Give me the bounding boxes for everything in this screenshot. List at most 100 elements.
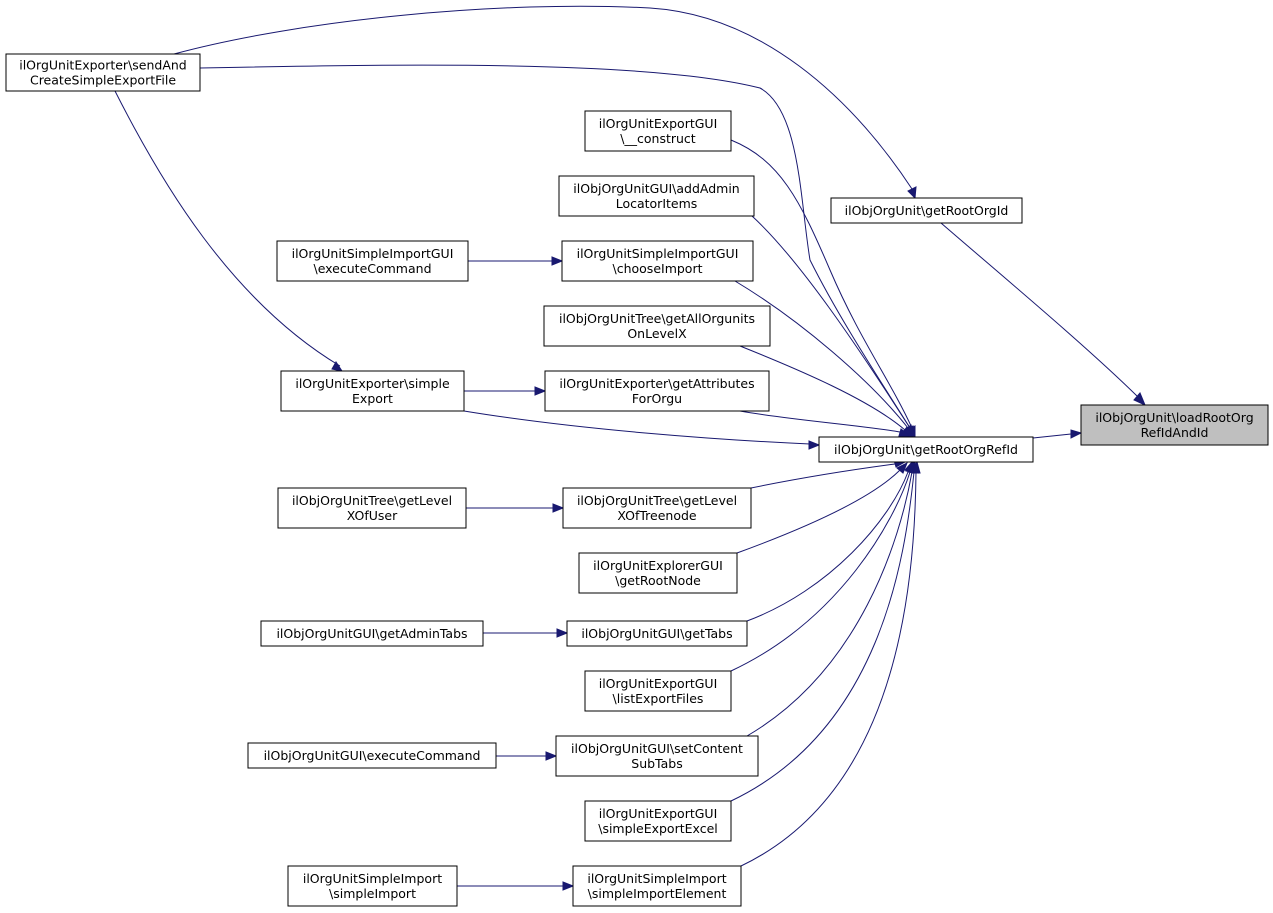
edge-arrowhead [562,881,575,891]
edge-line [730,471,915,802]
node-box[interactable] [277,487,467,529]
edge-arrowhead [896,461,908,474]
node-label-line: \executeCommand [313,261,431,276]
node-label-line: ilObjOrgUnitGUI\setContent [571,741,743,756]
node-box[interactable] [543,305,771,347]
node-simpleExport[interactable]: ilOrgUnitExporter\simpleExport [280,370,465,412]
node-sendAndCreate[interactable]: ilOrgUnitExporter\sendAndCreateSimpleExp… [5,53,201,92]
node-label-line: ilOrgUnitExportGUI [599,676,718,691]
node-box[interactable] [287,865,458,907]
node-box[interactable] [247,742,497,769]
node-guiExecute[interactable]: ilObjOrgUnitGUI\executeCommand [247,742,497,769]
node-box[interactable] [584,110,732,152]
node-label-line: ilObjOrgUnitGUI\getTabs [581,626,732,641]
edge-line [740,471,917,867]
edge-arrowhead [907,186,917,200]
node-box[interactable] [830,197,1023,224]
edge-getRootOrgId-to-loadRoot [940,222,1146,406]
node-box[interactable] [544,370,770,412]
edge-simpleImportGUIExec-to-chooseImport [468,256,564,266]
node-label-line: XOfTreenode [617,508,697,523]
node-label-line: \simpleExportExcel [598,821,718,836]
node-label-line: \simpleImportElement [588,886,727,901]
edge-line [173,5,913,190]
node-box[interactable] [555,735,759,777]
edge-getRootNode-to-getRootOrgRefId [736,461,908,554]
node-label-line: \listExportFiles [613,691,704,706]
edge-sendAndCreate-to-simpleExport [114,90,344,372]
node-getRootNode[interactable]: ilOrgUnitExplorerGUI\getRootNode [578,552,738,594]
node-box[interactable] [1080,404,1269,446]
edge-arrowhead [898,428,912,437]
node-label-line: ilObjOrgUnitTree\getAllOrgunits [559,311,755,326]
edge-line [739,410,901,433]
edge-arrowhead [331,361,344,372]
node-label-line: ilObjOrgUnitTree\getLevel [577,493,737,508]
node-label-line: \getRootNode [615,573,701,588]
node-simpleImportElem[interactable]: ilOrgUnitSimpleImport\simpleImportElemen… [572,865,742,907]
node-label-line: ForOrgu [632,391,682,406]
edge-getLevelXTree-to-getRootOrgRefId [750,459,907,489]
node-listExport[interactable]: ilOrgUnitExportGUI\listExportFiles [584,670,732,712]
edge-sendAndCreate-to-getRootOrgId [173,5,917,200]
node-getTabs[interactable]: ilObjOrgUnitGUI\getTabs [566,620,748,647]
edge-arrowhead [911,460,921,474]
node-box[interactable] [558,175,755,217]
node-box[interactable] [280,370,465,412]
edge-arrowhead [808,440,821,450]
node-box[interactable] [572,865,742,907]
node-box[interactable] [584,670,732,712]
node-label-line: Export [352,391,393,406]
edge-arrowhead [534,386,547,396]
node-simpleExportExcel[interactable]: ilOrgUnitExportGUI\simpleExportExcel [584,800,732,842]
node-box[interactable] [578,552,738,594]
node-getAdminTabs[interactable]: ilObjOrgUnitGUI\getAdminTabs [260,620,484,647]
node-label-line: XOfUser [347,508,398,523]
edge-line [1032,433,1072,439]
edge-line [746,471,913,737]
node-box[interactable] [584,800,732,842]
node-label-line: SubTabs [631,756,682,771]
node-exportConstruct[interactable]: ilOrgUnitExportGUI\__construct [584,110,732,152]
node-label-line: CreateSimpleExportFile [30,73,176,88]
node-label-line: RefIdAndId [1141,425,1209,440]
node-label-line: ilOrgUnitExplorerGUI [593,558,723,573]
node-label-line: ilOrgUnitExportGUI [599,806,718,821]
node-label-line: \simpleImport [329,886,416,901]
node-box[interactable] [562,487,752,529]
node-box[interactable] [561,240,754,282]
node-chooseImport[interactable]: ilOrgUnitSimpleImportGUI\chooseImport [561,240,754,282]
edge-line [730,471,911,672]
node-box[interactable] [818,436,1034,463]
edge-simpleExportExcel-to-getRootOrgRefId [730,460,919,802]
edge-arrowhead [545,751,558,761]
node-label-line: OnLevelX [627,326,687,341]
edge-getAdminTabs-to-getTabs [483,628,569,638]
node-box[interactable] [260,620,484,647]
edge-arrowhead [1133,392,1146,406]
node-getRootOrgRefId[interactable]: ilObjOrgUnit\getRootOrgRefId [818,436,1034,463]
node-label-line: ilObjOrgUnitGUI\addAdmin [573,181,739,196]
node-getRootOrgId[interactable]: ilObjOrgUnit\getRootOrgId [830,197,1023,224]
node-label-line: ilOrgUnitSimpleImport [303,871,442,886]
node-box[interactable] [566,620,748,647]
node-box[interactable] [5,53,201,92]
node-label-line: ilOrgUnitSimpleImport [587,871,726,886]
edge-line [739,345,906,431]
node-label-line: ilOrgUnitSimpleImportGUI [292,246,454,261]
edge-arrowhead [1070,429,1083,439]
edge-arrowhead [552,503,565,513]
node-simpleImport[interactable]: ilOrgUnitSimpleImport\simpleImport [287,865,458,907]
node-label-line: ilObjOrgUnitGUI\getAdminTabs [276,626,467,641]
node-box[interactable] [276,240,469,282]
edge-line [751,215,911,429]
node-simpleImportGUIExec[interactable]: ilOrgUnitSimpleImportGUI\executeCommand [276,240,469,282]
